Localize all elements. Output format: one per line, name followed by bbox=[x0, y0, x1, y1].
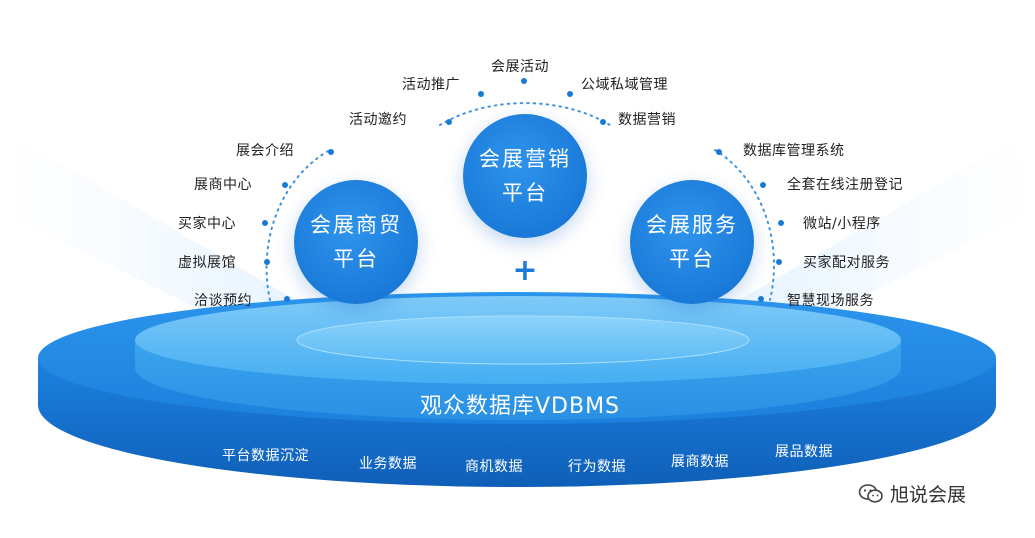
database-item-business-data: 业务数据 bbox=[359, 456, 417, 472]
connector-dot bbox=[778, 220, 784, 226]
database-title: 观众数据库VDBMS bbox=[419, 394, 621, 419]
watermark-text: 旭说会展 bbox=[890, 484, 967, 506]
marketing-item-data-marketing: 数据营销 bbox=[618, 112, 676, 128]
service-platform-line2: 平台 bbox=[669, 247, 715, 271]
trade-platform-line2: 平台 bbox=[333, 247, 379, 271]
connector-dot bbox=[446, 119, 452, 125]
service-item-microsite: 微站/小程序 bbox=[803, 216, 881, 232]
connector-dot bbox=[478, 91, 484, 97]
connector-dot bbox=[328, 149, 334, 155]
service-item-db-management: 数据库管理系统 bbox=[743, 143, 845, 159]
trade-platform-line1: 会展商贸 bbox=[310, 213, 402, 237]
marketing-platform-circle: 会展营销 平台 bbox=[463, 114, 587, 238]
plus-sign: + bbox=[512, 253, 538, 288]
connector-dot bbox=[262, 220, 268, 226]
marketing-platform-line1: 会展营销 bbox=[479, 147, 571, 171]
trade-item-exhibitor-center: 展商中心 bbox=[194, 177, 252, 193]
wechat-icon bbox=[858, 483, 883, 503]
marketing-item-expo-activity: 会展活动 bbox=[491, 59, 549, 75]
connector-dot bbox=[776, 259, 782, 265]
marketing-item-activity-invitation: 活动邀约 bbox=[349, 112, 407, 128]
service-platform-circle: 会展服务 平台 bbox=[630, 180, 754, 304]
trade-item-meeting-booking: 洽谈预约 bbox=[194, 293, 252, 309]
marketing-platform-line2: 平台 bbox=[502, 181, 548, 205]
service-platform-line1: 会展服务 bbox=[646, 213, 738, 237]
connector-dot bbox=[264, 259, 270, 265]
connector-dot bbox=[760, 182, 766, 188]
service-item-buyer-matching: 买家配对服务 bbox=[803, 255, 890, 271]
watermark: 旭说会展 bbox=[858, 480, 966, 507]
database-item-behavior-data: 行为数据 bbox=[568, 459, 626, 475]
trade-platform-circle: 会展商贸 平台 bbox=[294, 180, 418, 304]
marketing-item-domain-management: 公域私域管理 bbox=[581, 77, 668, 93]
trade-item-expo-intro: 展会介绍 bbox=[236, 143, 294, 159]
trade-item-buyer-center: 买家中心 bbox=[178, 216, 236, 232]
service-item-online-registration: 全套在线注册登记 bbox=[787, 177, 903, 193]
connector-dot bbox=[758, 296, 764, 302]
connector-dot bbox=[716, 149, 722, 155]
service-item-smart-onsite: 智慧现场服务 bbox=[787, 293, 874, 309]
connector-dot bbox=[521, 78, 527, 84]
connector-dot bbox=[567, 91, 573, 97]
connector-dot bbox=[282, 182, 288, 188]
database-item-platform-data: 平台数据沉淀 bbox=[222, 448, 309, 464]
database-item-exhibitor-data: 展商数据 bbox=[671, 454, 729, 470]
connector-dot bbox=[284, 296, 290, 302]
trade-item-virtual-hall: 虚拟展馆 bbox=[178, 255, 236, 271]
database-item-opportunity-data: 商机数据 bbox=[465, 459, 523, 475]
connector-dot bbox=[600, 119, 606, 125]
database-item-exhibit-data: 展品数据 bbox=[775, 444, 833, 460]
marketing-item-activity-promotion: 活动推广 bbox=[402, 77, 460, 93]
